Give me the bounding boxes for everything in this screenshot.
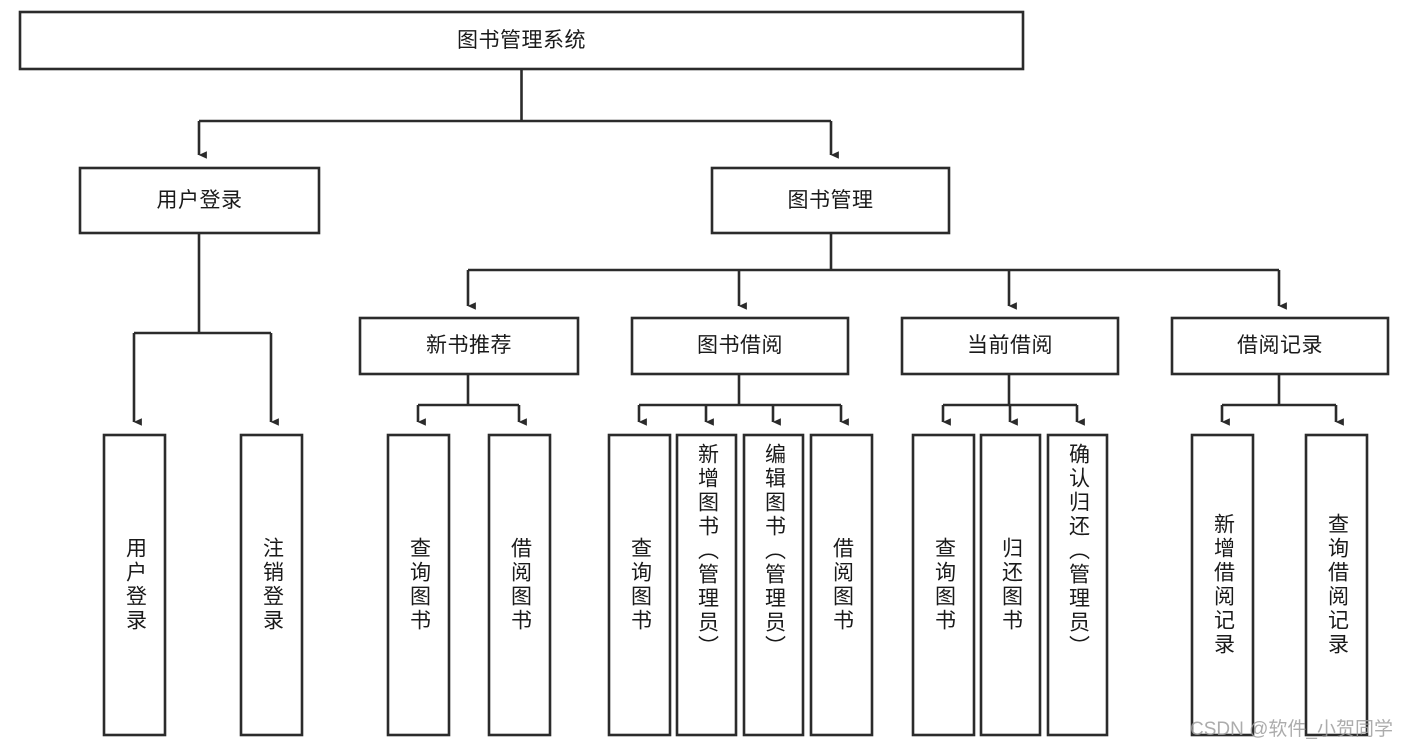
- node-box-leaf-new-book-1[interactable]: [386, 433, 451, 737]
- node-box-user-login[interactable]: [78, 166, 321, 235]
- node-box-current-borrow[interactable]: [900, 316, 1120, 376]
- node-box-leaf-current-3[interactable]: [1046, 433, 1109, 737]
- node-box-leaf-user-login-1[interactable]: [102, 433, 167, 737]
- node-box-leaf-new-book-2[interactable]: [487, 433, 552, 737]
- node-box-leaf-record-1[interactable]: [1190, 433, 1255, 737]
- node-box-leaf-borrow-4[interactable]: [809, 433, 874, 737]
- node-box-leaf-borrow-2[interactable]: [675, 433, 738, 737]
- node-box-borrow-record[interactable]: [1170, 316, 1390, 376]
- node-box-leaf-borrow-1[interactable]: [607, 433, 672, 737]
- csdn-watermark: CSDN @软件_小贺同学: [1190, 719, 1393, 740]
- node-box-leaf-record-2[interactable]: [1304, 433, 1369, 737]
- node-box-book-mgmt[interactable]: [710, 166, 951, 235]
- node-box-leaf-borrow-3[interactable]: [742, 433, 805, 737]
- node-box-root[interactable]: [18, 10, 1025, 71]
- node-box-leaf-current-1[interactable]: [911, 433, 976, 737]
- node-box-leaf-user-login-2[interactable]: [239, 433, 304, 737]
- node-box-new-book-recommend[interactable]: [358, 316, 580, 376]
- node-box-leaf-current-2[interactable]: [979, 433, 1042, 737]
- node-box-book-borrow[interactable]: [630, 316, 850, 376]
